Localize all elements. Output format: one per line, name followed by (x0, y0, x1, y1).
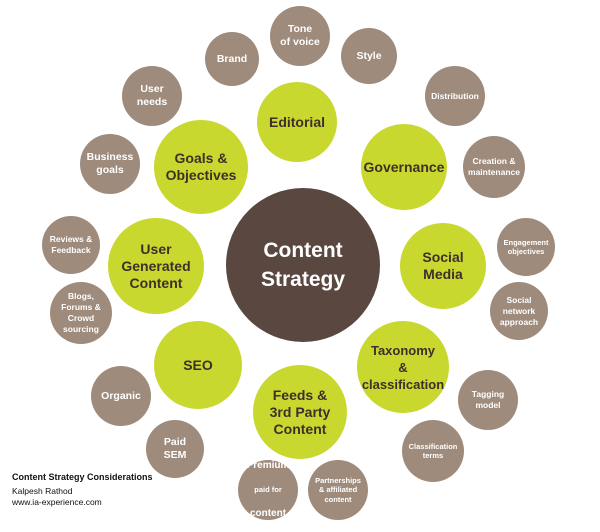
node-social-media-label: Social Media (422, 249, 464, 282)
node-business-goals-label: Business goals (86, 151, 134, 176)
node-taxonomy: Taxonomy & classification (357, 321, 449, 413)
node-feeds-label: Feeds & 3rd Party Content (269, 386, 331, 437)
diagram-caption: Content Strategy Considerations Kalpesh … (12, 472, 153, 508)
caption-title: Content Strategy Considerations (12, 472, 153, 482)
node-ugc-label: User Generated Content (121, 240, 191, 291)
node-style-label: Style (356, 49, 382, 62)
node-style: Style (341, 28, 397, 84)
node-creation-label: Creation & maintenance (468, 156, 520, 177)
caption-author: Kalpesh Rathod (12, 486, 73, 496)
node-business-goals: Business goals (80, 134, 140, 194)
node-editorial: Editorial (257, 82, 337, 162)
node-brand-label: Brand (216, 52, 248, 65)
node-editorial-label: Editorial (268, 113, 325, 130)
center-label: Content Strategy (260, 239, 346, 291)
node-user-needs-label: User needs (136, 83, 168, 108)
node-premium-sub: paid for (254, 485, 282, 494)
node-organic-label: Organic (101, 389, 141, 402)
node-creation-maintenance: Creation & maintenance (463, 136, 525, 198)
node-reviews-feedback: Reviews & Feedback (42, 216, 100, 274)
node-blogs-label: Blogs, Forums & Crowd sourcing (61, 291, 101, 334)
node-paid-sem-label: Paid SEM (163, 436, 187, 461)
node-user-needs: User needs (122, 66, 182, 126)
node-user-generated-content: User Generated Content (108, 218, 204, 314)
node-social-network-label: Social network approach (499, 294, 539, 327)
node-premium-tail: content (249, 508, 287, 519)
node-goals-objectives: Goals & Objectives (154, 120, 248, 214)
node-social-network-approach: Social network approach (490, 282, 548, 340)
node-partnerships-label: Partnerships & affiliated content (315, 475, 361, 504)
node-premium: Premium paid for content (238, 460, 298, 520)
node-tone-label: Tone of voice (280, 23, 320, 48)
node-premium-text: Premium paid for content (247, 448, 290, 532)
node-brand: Brand (205, 32, 259, 86)
node-seo: SEO (154, 321, 242, 409)
node-reviews-label: Reviews & Feedback (49, 234, 93, 255)
node-distribution-label: Distribution (431, 90, 479, 101)
node-premium-label: Premium (246, 460, 290, 471)
node-classification-terms: Classification terms (402, 420, 464, 482)
node-organic: Organic (91, 366, 151, 426)
node-distribution: Distribution (425, 66, 485, 126)
node-governance: Governance (361, 124, 447, 210)
node-seo-label: SEO (183, 356, 213, 373)
node-governance-label: Governance (363, 158, 445, 175)
node-feeds-3rd-party: Feeds & 3rd Party Content (253, 365, 347, 459)
node-tagging-label: Tagging model (471, 389, 505, 410)
node-classification-label: Classification terms (408, 441, 458, 461)
node-blogs-forums: Blogs, Forums & Crowd sourcing (50, 282, 112, 344)
node-engagement-label: Engagement objectives (503, 237, 549, 257)
node-paid-sem: Paid SEM (146, 420, 204, 478)
node-tagging-model: Tagging model (458, 370, 518, 430)
center-node-content-strategy: Content Strategy (226, 188, 380, 342)
node-tone-of-voice: Tone of voice (270, 6, 330, 66)
caption-url: www.ia-experience.com (12, 497, 102, 507)
node-engagement-objectives: Engagement objectives (497, 218, 555, 276)
node-partnerships: Partnerships & affiliated content (308, 460, 368, 520)
node-social-media: Social Media (400, 223, 486, 309)
node-taxonomy-label: Taxonomy & classification (361, 342, 445, 392)
node-goals-label: Goals & Objectives (165, 150, 237, 183)
